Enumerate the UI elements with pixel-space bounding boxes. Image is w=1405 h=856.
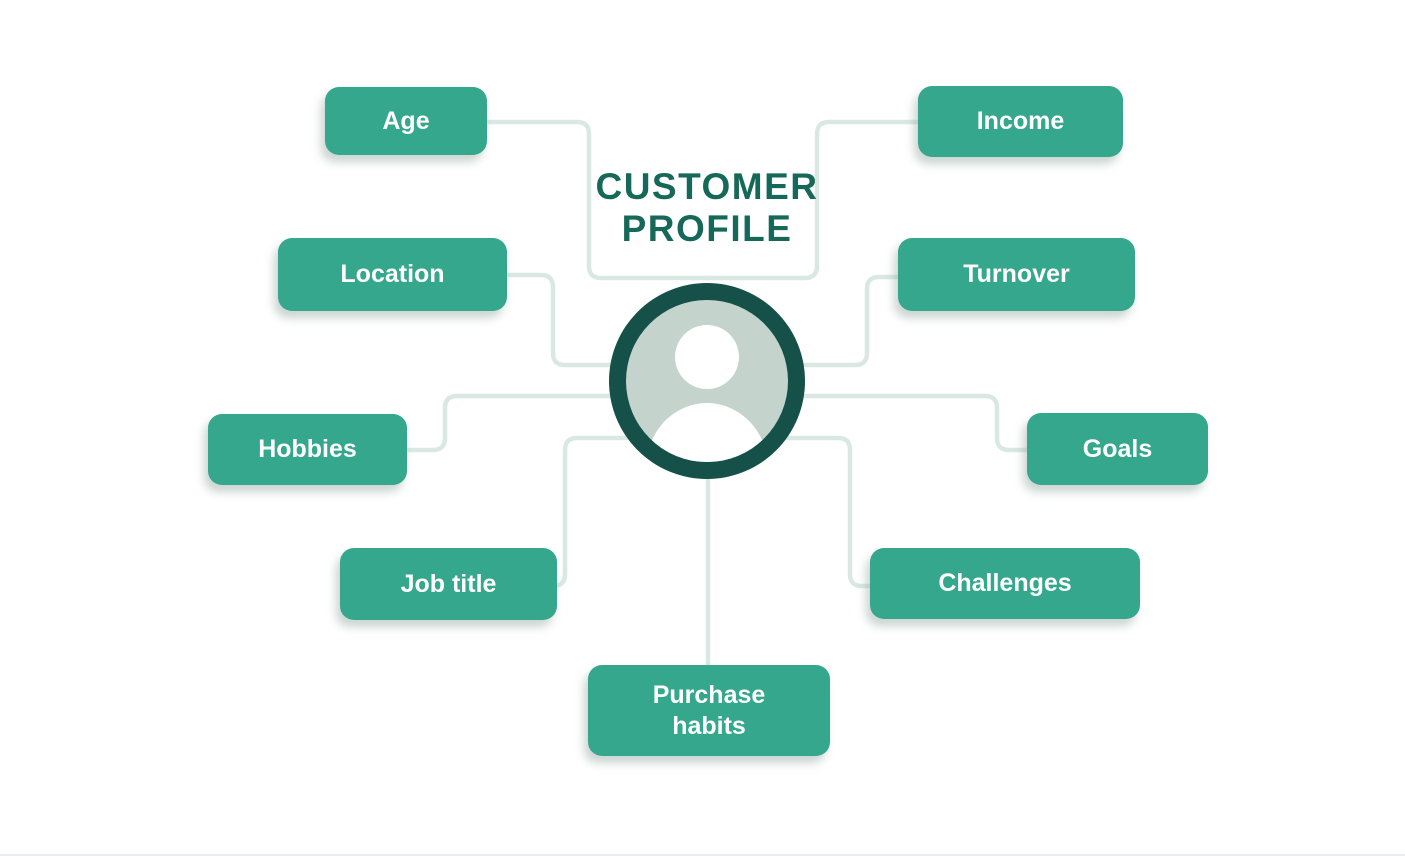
person-avatar-icon	[609, 283, 805, 479]
connector-location	[504, 272, 710, 368]
connector-turnover	[704, 274, 901, 368]
node-turnover: Turnover	[898, 238, 1135, 311]
diagram-title: CUSTOMER PROFILE	[532, 166, 882, 250]
node-hobbies-label: Hobbies	[258, 435, 357, 463]
node-purchase-habits-label: Purchase habits	[652, 680, 766, 740]
node-age: Age	[325, 87, 487, 155]
node-location: Location	[278, 238, 507, 311]
node-age-label: Age	[382, 106, 430, 135]
node-challenges: Challenges	[870, 548, 1140, 619]
node-income: Income	[918, 86, 1123, 157]
connector-challenges	[704, 435, 876, 589]
node-job-title: Job title	[340, 548, 557, 620]
connector-age	[484, 119, 710, 281]
node-location-label: Location	[340, 260, 445, 288]
node-goals-label: Goals	[1082, 434, 1153, 463]
avatar-shoulders	[646, 403, 768, 462]
connector-job-title	[547, 435, 710, 589]
node-purchase-habits: Purchase habits	[588, 665, 830, 756]
avatar-head	[675, 325, 739, 389]
node-job-title-label: Job title	[400, 569, 497, 598]
connector-income	[704, 119, 921, 281]
node-hobbies: Hobbies	[208, 414, 407, 485]
node-goals: Goals	[1027, 413, 1208, 485]
diagram-title-line1: CUSTOMER	[595, 166, 819, 207]
diagram-title-line2: PROFILE	[621, 208, 793, 249]
connector-goals	[704, 393, 1033, 453]
node-turnover-label: Turnover	[963, 260, 1070, 288]
connector-hobbies	[404, 393, 710, 453]
node-income-label: Income	[976, 107, 1065, 135]
node-challenges-label: Challenges	[938, 569, 1072, 597]
